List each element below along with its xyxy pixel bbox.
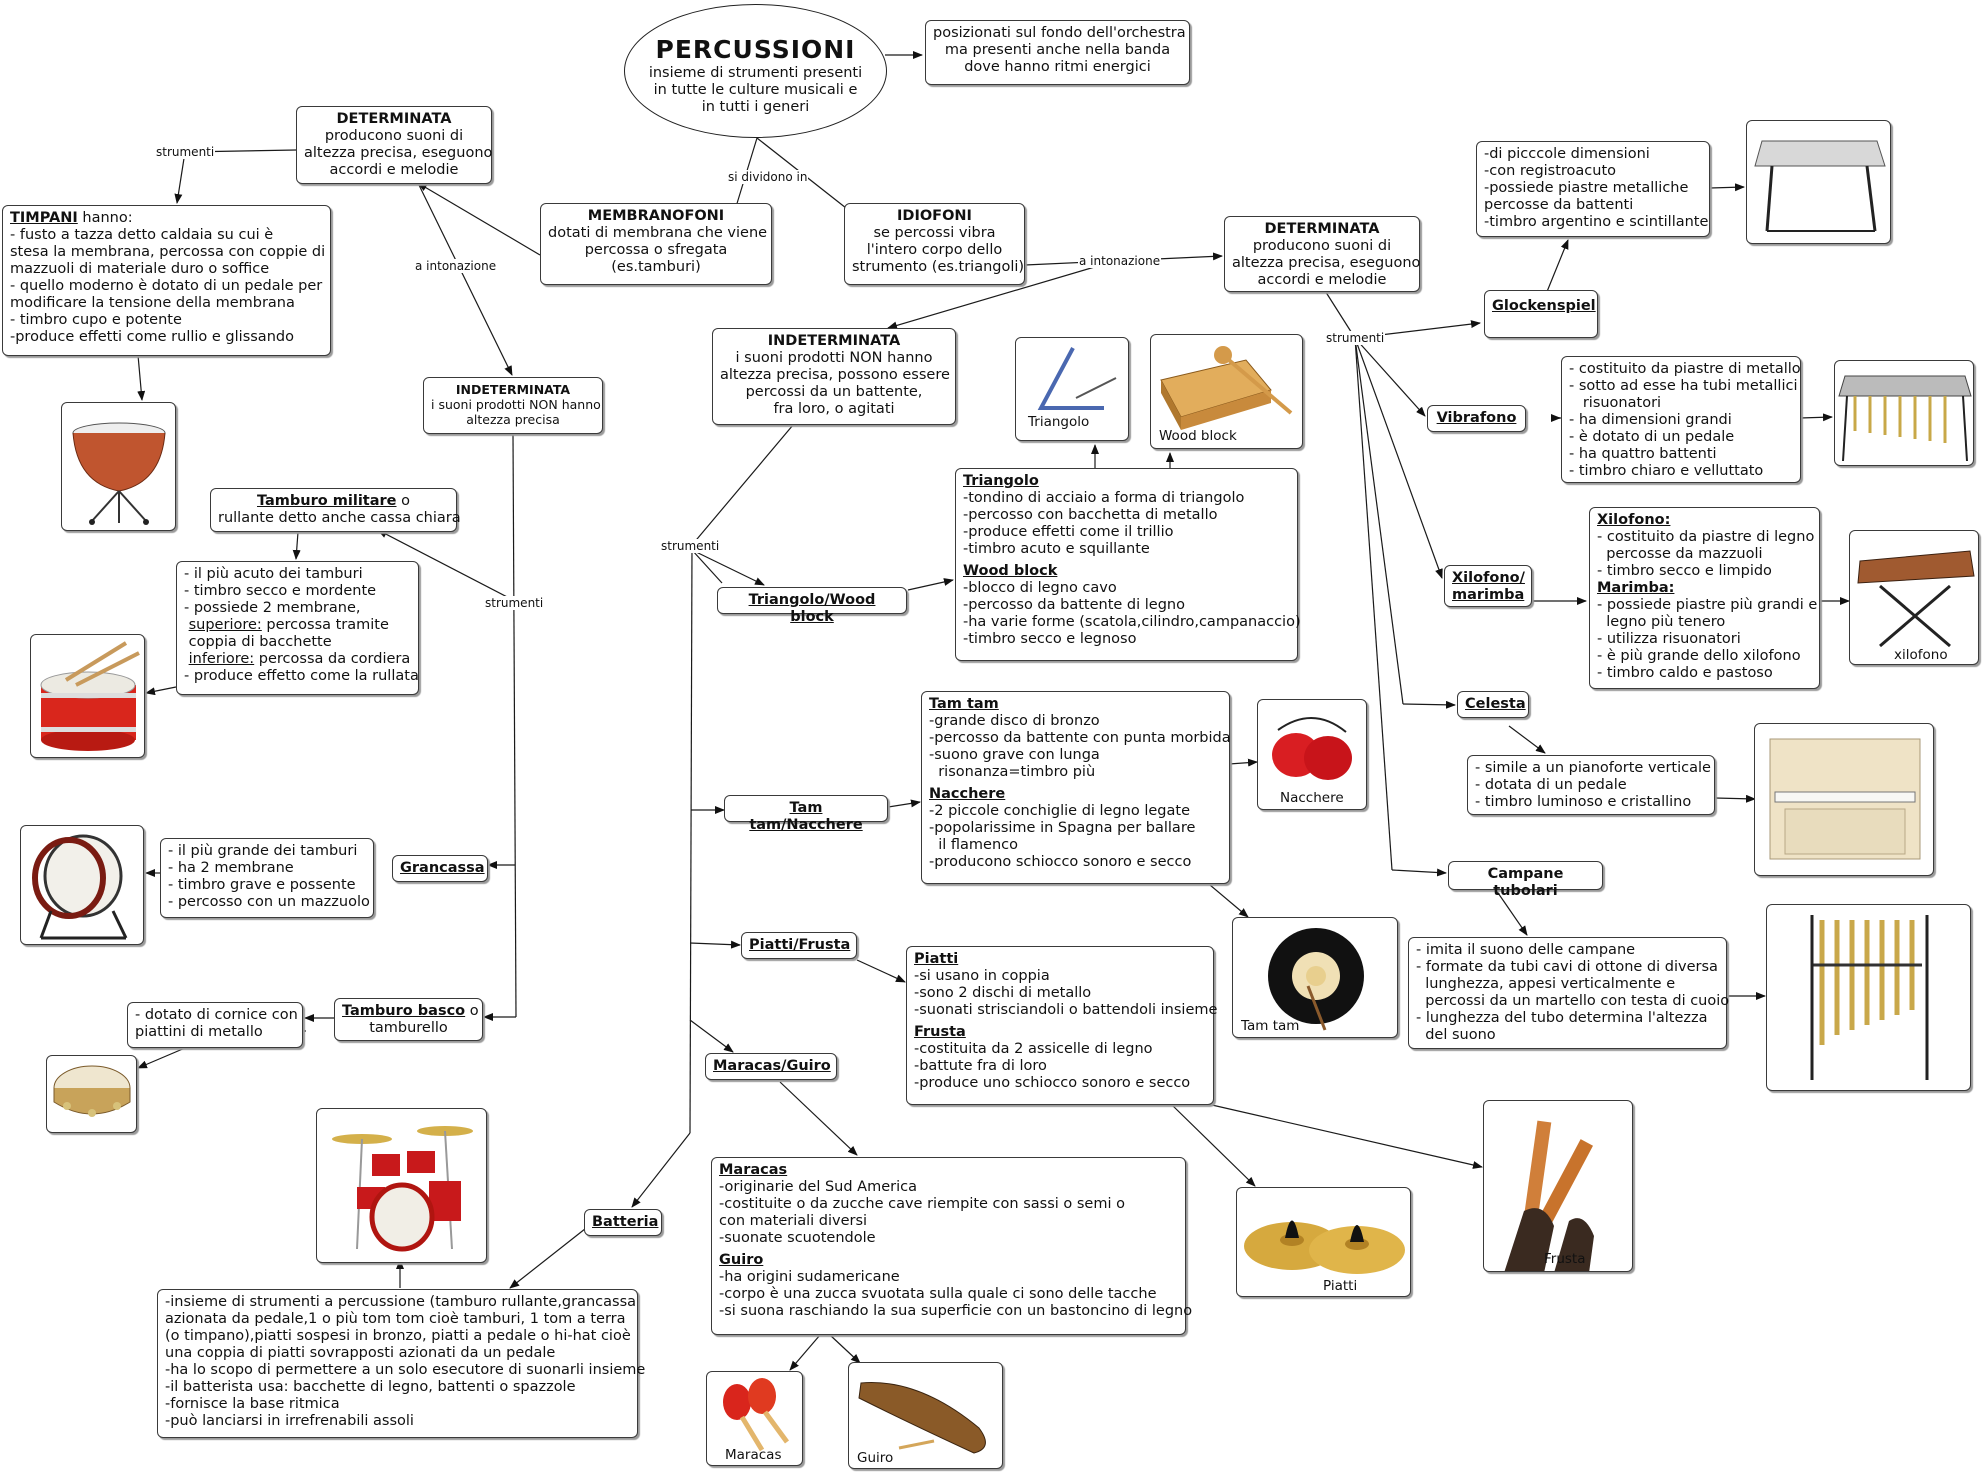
node-triangolo-wood-block[interactable]: Triangolo/Wood block: [717, 587, 907, 625]
desc-triangolo-wood-block: Triangolo -tondino di acciaio a forma di…: [955, 468, 1301, 661]
node-membranofoni[interactable]: MEMBRANOFONI dotati di membrana che vien…: [540, 203, 772, 285]
link-label-si-dividono: si dividono in: [727, 170, 809, 184]
guiro-image: Guiro: [848, 1362, 1003, 1469]
celesta-image: [1754, 723, 1934, 876]
desc-tamburo-militare: - il più acuto dei tamburi - timbro secc…: [176, 561, 419, 695]
node-grancassa[interactable]: Grancassa: [392, 855, 488, 882]
snare-drum-image: [30, 634, 145, 758]
triangle-image: Triangolo: [1015, 337, 1129, 441]
node-glockenspiel[interactable]: Glockenspiel: [1484, 290, 1598, 338]
caption-wood-block: Wood block: [1159, 428, 1237, 444]
tambourine-image: [46, 1055, 137, 1133]
tubular-bells-image: [1766, 904, 1971, 1091]
desc-maracas-guiro: Maracas -originarie del Sud America-cost…: [711, 1157, 1192, 1335]
cymbals-image: Piatti: [1236, 1187, 1411, 1297]
timpani-image: [61, 402, 176, 531]
link-label-intonazione-right: a intonazione: [1078, 254, 1162, 268]
caption-tam-tam: Tam tam: [1241, 1018, 1300, 1034]
caption-xilofono: xilofono: [1894, 647, 1948, 663]
node-maracas-guiro[interactable]: Maracas/Guiro: [705, 1053, 837, 1080]
link-label-strumenti-right: strumenti: [1325, 331, 1386, 345]
node-piatti-frusta[interactable]: Piatti/Frusta: [741, 932, 857, 959]
node-batteria[interactable]: Batteria: [584, 1209, 662, 1236]
caption-frusta: Frusta: [1544, 1251, 1586, 1267]
desc-tam-tam-nacchere: Tam tam -grande disco di bronzo-percosso…: [921, 691, 1231, 884]
root-concept-percussioni[interactable]: PERCUSSIONI insieme di strumenti present…: [624, 4, 887, 138]
node-campane-tubolari[interactable]: Campane tubolari: [1448, 861, 1603, 899]
tam-tam-image: Tam tam: [1232, 917, 1398, 1038]
vibraphone-image: [1834, 360, 1974, 466]
node-indeterminata-left[interactable]: INDETERMINATA i suoni prodotti NON hanno…: [423, 377, 603, 434]
node-vibrafono[interactable]: Vibrafono: [1427, 405, 1526, 432]
caption-triangolo: Triangolo: [1028, 414, 1090, 430]
wood-block-image: Wood block: [1150, 334, 1303, 449]
caption-guiro: Guiro: [857, 1450, 894, 1466]
node-tamburo-militare[interactable]: Tamburo militare o rullante detto anche …: [210, 488, 461, 532]
bass-drum-image: [20, 825, 144, 945]
caption-maracas: Maracas: [725, 1447, 782, 1463]
desc-piatti-frusta: Piatti -si usano in coppia-sono 2 dischi…: [906, 946, 1217, 1105]
node-timpani[interactable]: TIMPANI hanno: - fusto a tazza detto cal…: [2, 205, 331, 356]
xylophone-image: xilofono: [1849, 530, 1979, 665]
caption-piatti: Piatti: [1323, 1278, 1358, 1294]
desc-xilofono-marimba: Xilofono: - costituito da piastre di leg…: [1589, 507, 1820, 689]
desc-batteria: -insieme di strumenti a percussione (tam…: [157, 1289, 645, 1438]
link-label-strumenti-left: strumenti: [484, 596, 545, 610]
desc-grancassa: - il più grande dei tamburi- ha 2 membra…: [160, 838, 374, 918]
glockenspiel-image: [1746, 120, 1891, 244]
node-indeterminata-center[interactable]: INDETERMINATA i suoni prodotti NON hanno…: [712, 328, 956, 425]
node-xilofono-marimba[interactable]: Xilofono/marimba: [1444, 565, 1532, 607]
desc-celesta: - simile a un pianoforte verticale- dota…: [1467, 755, 1715, 815]
node-celesta[interactable]: Celesta: [1457, 691, 1529, 718]
drum-kit-image: [316, 1108, 487, 1263]
castanets-image: Nacchere: [1257, 699, 1367, 810]
link-label-strumenti-timpani: strumenti: [155, 145, 216, 159]
link-label-intonazione-left: a intonazione: [414, 259, 498, 273]
root-title: PERCUSSIONI: [655, 35, 856, 64]
caption-nacchere: Nacchere: [1280, 790, 1344, 806]
maracas-image: Maracas: [706, 1371, 803, 1466]
node-tamburo-basco[interactable]: Tamburo basco o tamburello: [334, 998, 483, 1041]
desc-vibrafono: - costituito da piastre di metallo- sott…: [1561, 356, 1801, 483]
node-tam-tam-nacchere[interactable]: Tam tam/Nacchere: [724, 795, 888, 833]
desc-campane-tubolari: - imita il suono delle campane- formate …: [1408, 937, 1729, 1049]
slapstick-image: Frusta: [1483, 1100, 1633, 1272]
link-label-strumenti-center: strumenti: [660, 539, 721, 553]
desc-glockenspiel: -di picccole dimensioni-con registroacut…: [1476, 141, 1710, 237]
